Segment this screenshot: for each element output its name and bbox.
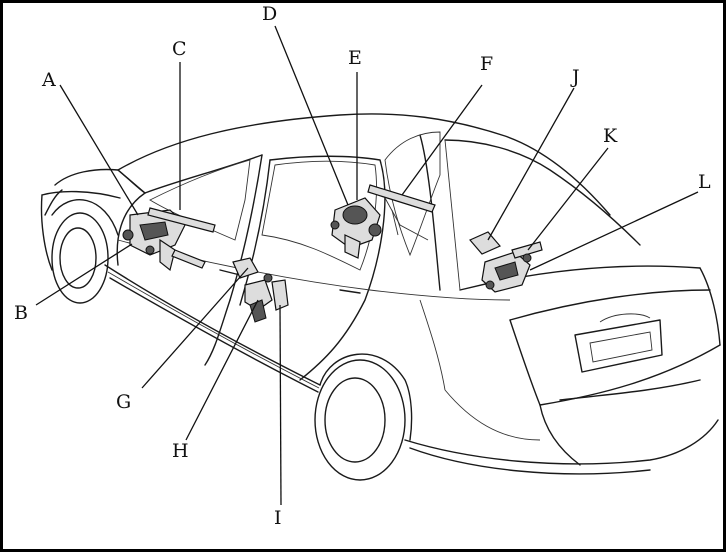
callout-label-e: E bbox=[348, 47, 362, 69]
leader-j bbox=[487, 87, 575, 241]
callout-label-b: B bbox=[14, 302, 28, 324]
component-f-rear-glass-run bbox=[367, 184, 436, 241]
callout-label-j: J bbox=[570, 66, 580, 88]
leader-k bbox=[527, 147, 609, 251]
leader-f bbox=[401, 84, 483, 196]
callout-label-h: H bbox=[172, 440, 189, 462]
callout-label-d: D bbox=[262, 3, 277, 25]
leader-a bbox=[59, 84, 139, 216]
car-body bbox=[40, 113, 721, 481]
component-a-b-front-regulator bbox=[122, 209, 206, 272]
callout-label-f: F bbox=[480, 53, 493, 75]
callout-label-g: G bbox=[116, 391, 131, 413]
leader-i bbox=[279, 304, 282, 506]
callout-label-k: K bbox=[603, 125, 618, 147]
callout-label-i: I bbox=[274, 507, 282, 529]
callout-label-a: A bbox=[41, 69, 56, 91]
leader-h bbox=[185, 299, 259, 441]
leader-b bbox=[35, 243, 133, 306]
callout-label-c: C bbox=[172, 38, 187, 60]
leader-d bbox=[274, 25, 349, 206]
component-j-k-l-trunk-units bbox=[469, 231, 543, 293]
component-c-front-glass-run bbox=[147, 207, 216, 233]
callout-label-l: L bbox=[698, 171, 711, 193]
leader-l bbox=[529, 191, 699, 271]
component-d-e-rear-regulator bbox=[330, 197, 382, 259]
leader-g bbox=[141, 267, 249, 389]
component-g-h-i-door-lock bbox=[232, 257, 289, 323]
